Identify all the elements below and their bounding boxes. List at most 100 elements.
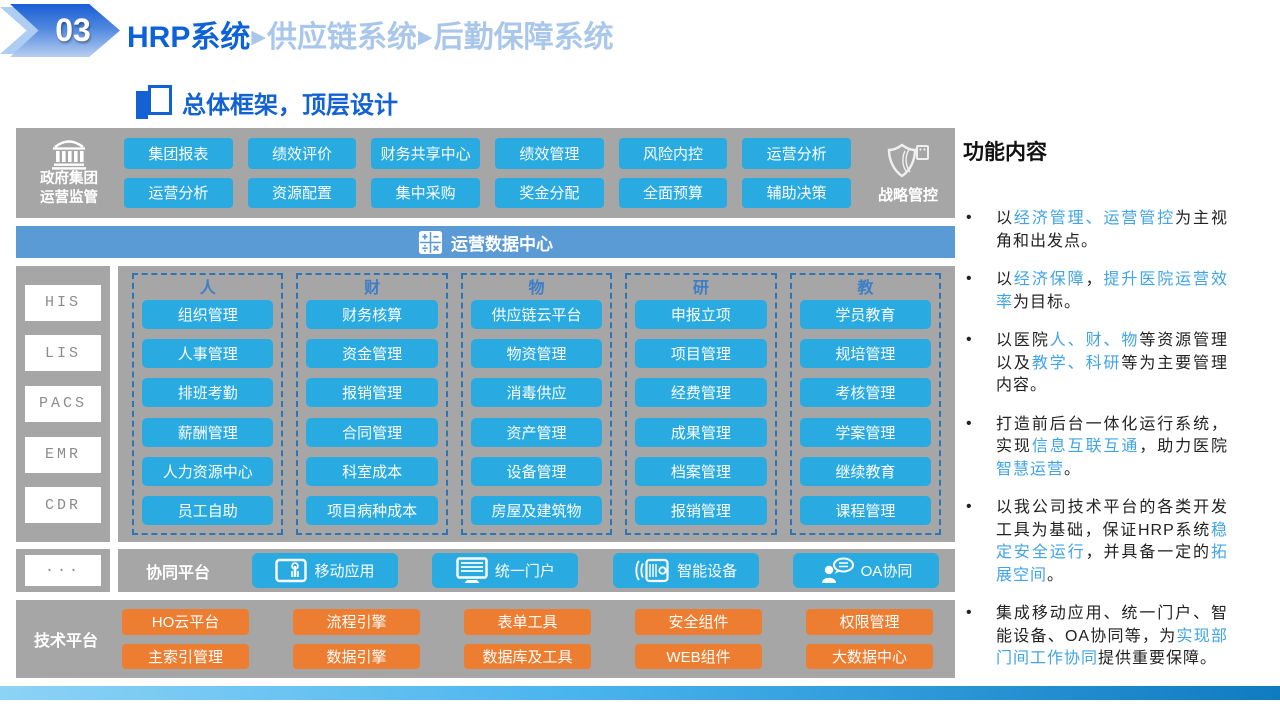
governance-button-grid: 集团报表绩效评价财务共享中心绩效管理风险内控运营分析运营分析资源配置集中采购奖金…	[122, 128, 861, 218]
governance-block: 辅助决策	[742, 177, 851, 208]
section-number: 03	[55, 12, 91, 48]
tech-block: 数据库及工具	[464, 643, 591, 669]
domain-block: 报销管理	[306, 378, 438, 408]
domain-block: 人事管理	[142, 339, 274, 369]
collaboration-label: 协同平台	[146, 564, 211, 582]
title-secondary: 供应链系统	[266, 21, 417, 54]
domain-block: 员工自助	[142, 495, 274, 525]
domain-column-header: 财	[364, 280, 381, 297]
governance-block: 运营分析	[124, 177, 233, 208]
domain-block: 供应链云平台	[470, 300, 603, 329]
external-system-block: PACS	[25, 385, 101, 422]
domain-block: 项目管理	[635, 339, 767, 369]
subtitle-text: 总体框架，顶层设计	[182, 91, 398, 119]
external-systems-more-panel: ···	[16, 549, 110, 592]
domain-column-people: 人 组织管理人事管理排班考勤薪酬管理人力资源中心员工自助	[132, 273, 284, 535]
government-building-icon	[52, 140, 86, 170]
domain-column-education: 教 学员教育规培管理考核管理学案管理继续教育课程管理	[789, 273, 942, 535]
governance-block: 绩效管理	[494, 138, 604, 169]
domain-column-research: 研 申报立项项目管理经费管理成果管理档案管理报销管理	[625, 273, 777, 535]
domain-block: 物资管理	[470, 339, 603, 369]
feature-bullet: 以医院人、财、物等资源管理以及教学、科研等为主要管理内容。	[963, 329, 1228, 398]
arrow-separator-icon: ▶	[417, 27, 433, 48]
external-system-block: CDR	[25, 487, 101, 524]
domain-block: 资金管理	[306, 339, 438, 369]
bottom-gradient-bar	[0, 686, 1280, 700]
chat-person-icon	[821, 557, 854, 583]
domain-column-list: 申报立项项目管理经费管理成果管理档案管理报销管理	[635, 300, 767, 525]
domain-column-list: 财务核算资金管理报销管理合同管理科室成本项目病种成本	[306, 300, 438, 525]
domain-column-header: 人	[199, 280, 216, 297]
page-title: HRP系统▶供应链系统▶后勤保障系统	[127, 12, 614, 56]
shield-icon	[887, 143, 929, 177]
domain-block: 报销管理	[635, 495, 767, 525]
tech-block: 表单工具	[464, 609, 591, 635]
title-primary: HRP系统	[127, 21, 251, 54]
data-center-label: 运营数据中心	[451, 234, 553, 254]
tech-block: HO云平台	[122, 609, 249, 635]
external-system-block: EMR	[25, 436, 101, 473]
governance-block: 财务共享中心	[371, 138, 480, 169]
tech-block: 主索引管理	[122, 643, 249, 669]
domain-block: 成果管理	[635, 417, 767, 447]
governance-label-line1: 政府集团	[40, 171, 98, 188]
governance-block: 全面预算	[618, 177, 728, 208]
domain-column-list: 供应链云平台物资管理消毒供应资产管理设备管理房屋及建筑物	[470, 300, 603, 525]
collaboration-buttons: 移动应用 统一门户	[252, 553, 939, 588]
governance-block: 奖金分配	[494, 177, 604, 208]
tablet-touch-icon	[275, 558, 308, 583]
governance-block: 集团报表	[124, 138, 233, 169]
governance-label: 政府集团 运营监管	[16, 128, 122, 218]
domain-column-header: 物	[528, 280, 545, 297]
domain-block: 财务核算	[306, 300, 438, 329]
external-system-block: HIS	[25, 284, 101, 321]
domain-block: 组织管理	[142, 300, 274, 329]
calculator-icon	[418, 230, 443, 254]
monitor-icon	[456, 557, 488, 583]
feature-bullet: 打造前后台一体化运行系统，实现信息互联互通，助力医院智慧运营。	[963, 413, 1228, 482]
oa-collaboration-block: OA协同	[792, 553, 939, 588]
domain-block: 档案管理	[635, 456, 767, 486]
tech-block: 数据引擎	[293, 643, 420, 669]
domain-block: 房屋及建筑物	[470, 495, 603, 525]
domain-block: 经费管理	[635, 378, 767, 408]
governance-block: 运营分析	[742, 138, 851, 169]
section-number-badge: 03	[10, 4, 120, 57]
domain-block: 考核管理	[799, 378, 932, 408]
domain-column-list: 学员教育规培管理考核管理学案管理继续教育课程管理	[799, 300, 932, 525]
mobile-app-block: 移动应用	[252, 553, 398, 588]
feature-bullet: 集成移动应用、统一门户、智能设备、OA协同等，为实现部门间工作协同提供重要保障。	[963, 602, 1228, 671]
domain-block: 资产管理	[470, 417, 603, 447]
collab-block-label: OA协同	[860, 563, 913, 580]
data-center-bar: 运营数据中心	[16, 226, 955, 258]
domain-block: 学案管理	[799, 417, 932, 447]
domain-column-header: 教	[857, 280, 874, 297]
tech-block: 权限管理	[806, 609, 933, 635]
governance-label-line2: 运营监管	[40, 190, 98, 206]
feature-panel: 功能内容 以经济管理、运营管控为主视角和出发点。以经济保障，提升医院运营效率为目…	[963, 136, 1263, 687]
collaboration-row: 协同平台 移动应用 统一门户	[118, 549, 955, 592]
feature-bullet: 以经济保障，提升医院运营效率为目标。	[963, 268, 1228, 314]
governance-block: 风险内控	[618, 138, 728, 169]
frame-icon	[136, 85, 172, 119]
collab-block-label: 智能设备	[677, 563, 738, 580]
domain-block: 薪酬管理	[142, 417, 274, 447]
domain-block: 消毒供应	[470, 378, 603, 408]
tech-block: 安全组件	[635, 609, 762, 635]
domain-block: 规培管理	[799, 339, 932, 369]
feature-panel-title: 功能内容	[963, 141, 1047, 164]
domain-block: 项目病种成本	[306, 495, 438, 525]
strategy-control-label: 战略管控	[861, 128, 955, 218]
domain-block: 学员教育	[799, 300, 932, 329]
arrow-separator-icon: ▶	[251, 27, 266, 48]
domain-block: 课程管理	[799, 495, 932, 525]
domain-column-header: 研	[692, 280, 709, 297]
collab-block-label: 移动应用	[314, 563, 375, 580]
domain-column-list: 组织管理人事管理排班考勤薪酬管理人力资源中心员工自助	[142, 300, 274, 525]
tech-platform-band: 技术平台 HO云平台流程引擎表单工具安全组件权限管理主索引管理数据引擎数据库及工…	[16, 600, 955, 678]
title-tertiary: 后勤保障系统	[433, 21, 614, 54]
domain-columns: 人 组织管理人事管理排班考勤薪酬管理人力资源中心员工自助 财 财务核算资金管理报…	[118, 266, 955, 542]
domain-block: 排班考勤	[142, 378, 274, 408]
